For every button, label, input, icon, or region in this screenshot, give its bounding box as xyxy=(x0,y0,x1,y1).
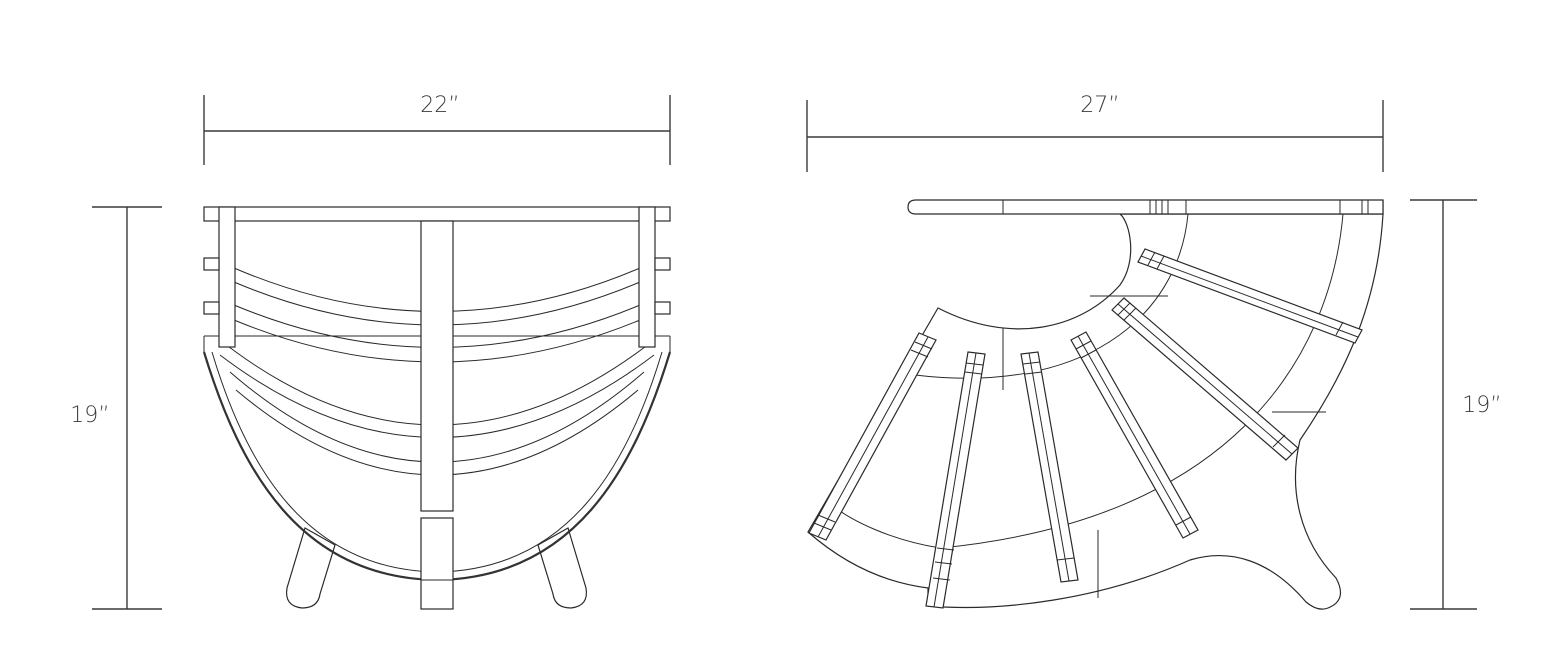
side-height-label: 19” xyxy=(1462,393,1501,418)
side-view: 27” 19” xyxy=(806,93,1502,610)
front-top-board xyxy=(203,206,671,222)
side-top-board xyxy=(907,199,1384,215)
front-height-label: 19” xyxy=(70,403,109,428)
side-slat xyxy=(1020,351,1079,583)
side-slats xyxy=(808,248,1363,609)
front-center-spine xyxy=(420,220,454,610)
side-slat xyxy=(808,332,937,541)
side-height-dimension: 19” xyxy=(1410,199,1502,610)
front-height-dimension: 19” xyxy=(70,206,162,610)
side-slat xyxy=(1137,248,1363,344)
front-posts xyxy=(203,206,671,348)
front-width-label: 22” xyxy=(420,93,459,118)
side-width-dimension: 27” xyxy=(806,93,1384,172)
front-legs xyxy=(285,527,588,609)
side-width-label: 27” xyxy=(1080,93,1119,118)
front-view: 22” 19” xyxy=(70,93,672,610)
front-width-dimension: 22” xyxy=(203,93,671,165)
side-slat xyxy=(1111,297,1299,461)
side-slat xyxy=(1070,331,1199,539)
side-slat xyxy=(925,351,986,609)
